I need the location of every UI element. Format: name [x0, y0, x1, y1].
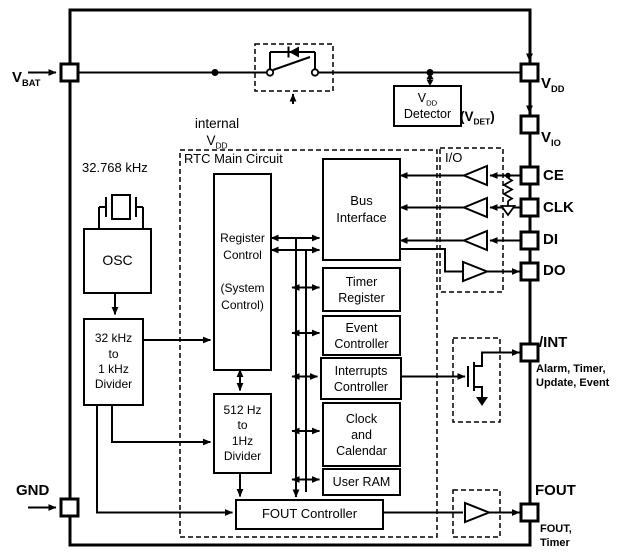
diode-icon — [289, 46, 299, 58]
int-events-note: Alarm, Timer, Update, Event — [536, 363, 610, 389]
ce-resistor-junction-dot — [505, 172, 511, 179]
rtc-main-circuit-title: RTC Main Circuit — [184, 151, 283, 166]
int-pin-pad — [519, 342, 540, 363]
int-pin-label: /INT — [539, 334, 568, 351]
user-ram-box: User RAM — [322, 468, 401, 496]
clk-pin-pad — [519, 197, 540, 218]
do-output-buffer-icon — [462, 260, 490, 283]
crystal-icon — [111, 194, 131, 220]
ce-pin-pad — [519, 165, 540, 186]
clock-calendar-box: Clock and Calendar — [322, 402, 401, 467]
fout-pin-label: FOUT — [535, 482, 576, 499]
switch-blade — [272, 56, 311, 71]
detector-arrow-down — [426, 79, 434, 86]
divider-512-box: 512 Hz to 1Hz Divider — [213, 393, 272, 474]
vdd-pin-pad — [519, 62, 540, 83]
osc-frequency-label: 32.768 kHz — [82, 160, 148, 175]
register-control-box: Register Control (System Control) — [213, 173, 272, 371]
di-input-buffer-icon — [461, 229, 488, 252]
switch-contact-right — [310, 68, 320, 77]
fout-signals-note: FOUT, Timer — [540, 523, 572, 549]
do-pin-pad — [519, 261, 540, 282]
mosfet-drain-to-int — [474, 349, 520, 367]
timer-register-box: Timer Register — [322, 267, 401, 312]
divider-32k-box: 32 kHz to 1 kHz Divider — [83, 318, 144, 406]
vbat-pin-label: VBAT — [12, 68, 41, 88]
bus-interface-box: Bus Interface — [322, 158, 401, 261]
fout-pin-pad — [519, 502, 540, 523]
resistor-icon — [502, 177, 514, 202]
mosfet-source — [474, 386, 483, 397]
ce-pin-label: CE — [543, 167, 564, 184]
vdd-pin-label: VDD — [541, 74, 565, 94]
divider-to-fout-wire — [96, 402, 233, 516]
vio-pin-pad — [519, 114, 540, 135]
gnd-pin-label: GND — [16, 482, 50, 499]
ground-icon — [476, 397, 488, 406]
vbat-pin-pad — [59, 62, 80, 83]
di-pin-pad — [519, 230, 540, 251]
rail-junction-dot-2 — [426, 69, 434, 76]
do-bus-wire — [397, 248, 462, 273]
clk-input-buffer-icon — [461, 196, 488, 219]
event-controller-box: Event Controller — [322, 315, 401, 356]
switch-contact-left — [265, 68, 275, 77]
fout-output-buffer-icon — [464, 501, 492, 524]
interrupts-controller-box: Interrupts Controller — [320, 357, 402, 400]
fout-controller-box: FOUT Controller — [235, 499, 384, 530]
int-driver-region — [452, 337, 501, 423]
clk-pin-label: CLK — [543, 199, 574, 216]
divider-to-512div-wire — [111, 402, 211, 446]
vio-pin-label: VIO — [541, 128, 561, 148]
battery-switch-region — [254, 43, 334, 92]
ce-input-buffer-icon — [461, 164, 488, 187]
rtc-main-circuit-region — [179, 149, 438, 538]
osc-box: OSC — [83, 228, 152, 294]
di-pin-label: DI — [543, 231, 558, 248]
gnd-pin-pad — [59, 497, 80, 518]
do-pin-label: DO — [543, 262, 566, 279]
vdet-label: (VDET) — [460, 108, 495, 127]
io-title: I/O — [445, 150, 463, 165]
rail-junction-dot-1 — [211, 69, 219, 76]
supply-triangle-icon — [499, 205, 517, 217]
